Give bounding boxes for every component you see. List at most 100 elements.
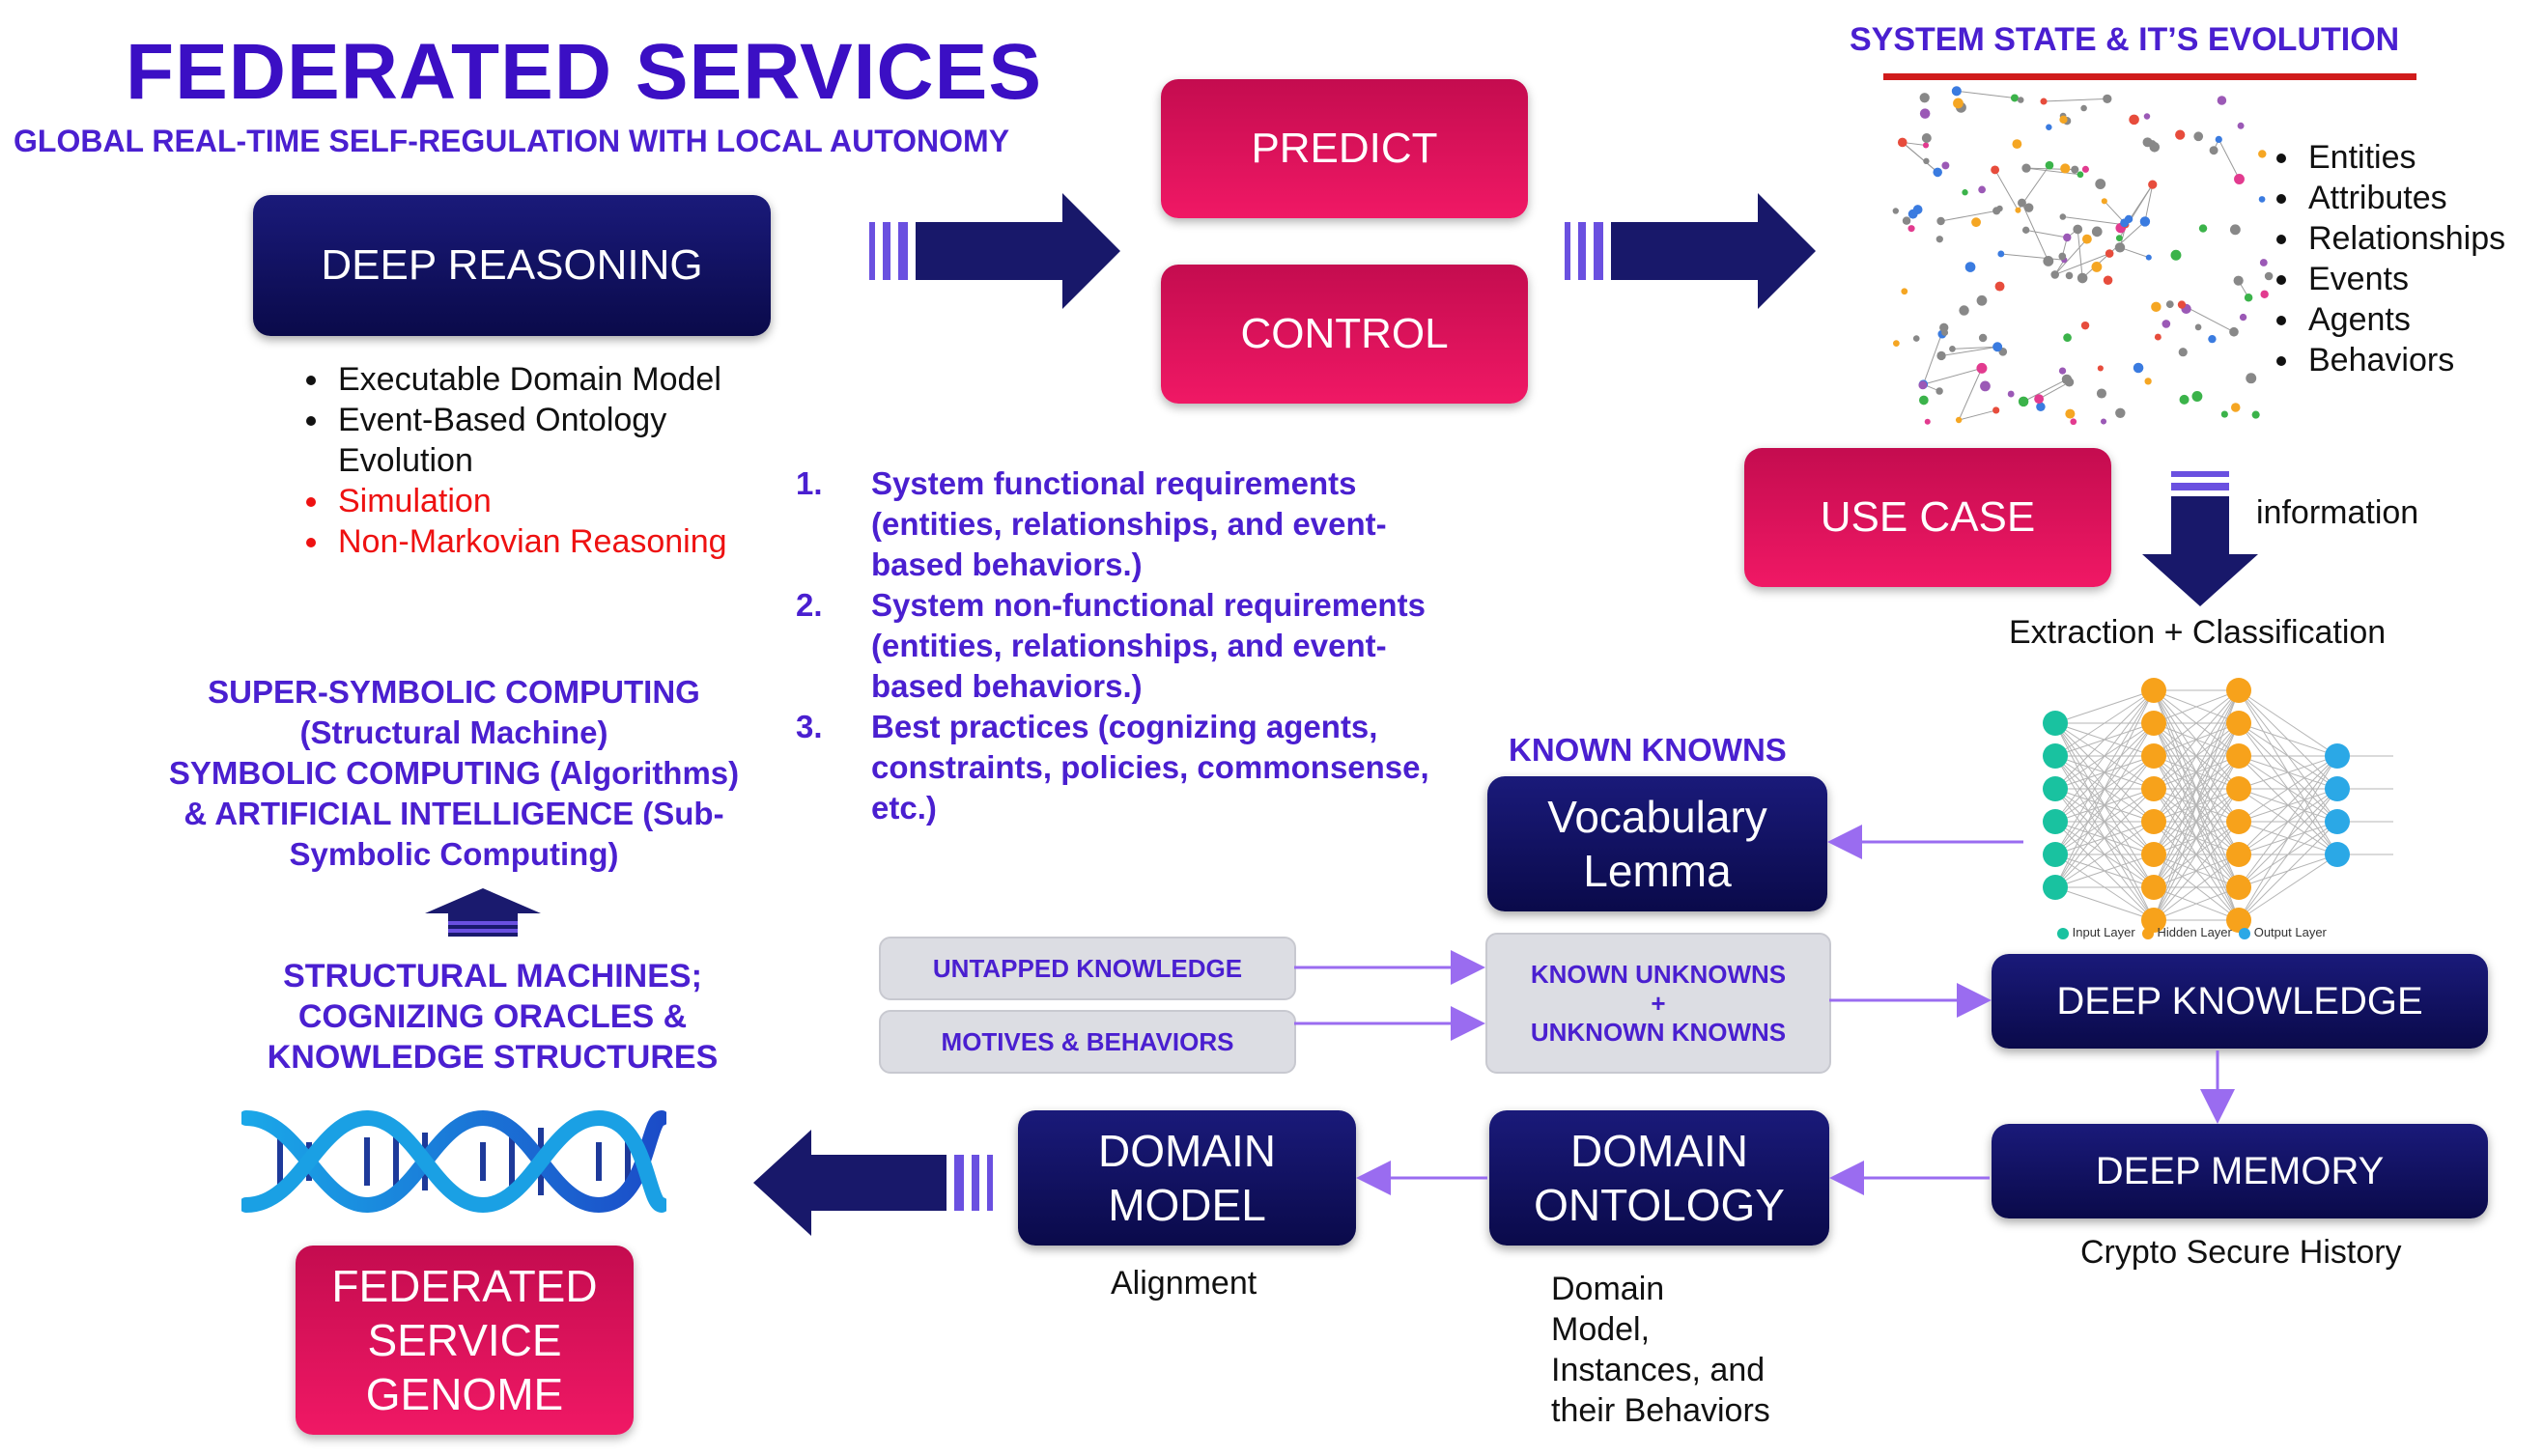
list-item: Entities — [2303, 137, 2543, 178]
network-node — [2058, 367, 2067, 375]
nn-node — [2043, 776, 2068, 801]
network-node — [2091, 261, 2103, 272]
structural-text: STRUCTURAL MACHINES; COGNIZING ORACLES &… — [267, 958, 719, 1076]
network-node — [1949, 346, 1956, 352]
page-title: FEDERATED SERVICES — [126, 28, 1043, 116]
list-item: 2.System non-functional requirements (en… — [796, 587, 1426, 704]
network-node — [1953, 98, 1964, 109]
network-node — [2145, 254, 2152, 261]
predict-box: PREDICT — [1161, 79, 1528, 218]
network-node — [2071, 165, 2079, 174]
network-node — [2081, 234, 2092, 244]
network-node — [2215, 135, 2222, 143]
list-item: Behaviors — [2303, 340, 2543, 380]
network-node — [2063, 333, 2072, 342]
network-node — [1976, 362, 1988, 374]
nn-node — [2141, 743, 2166, 769]
network-node — [1936, 387, 1943, 395]
network-node — [1922, 142, 1930, 149]
network-node — [2144, 378, 2152, 385]
network-node — [2149, 142, 2161, 153]
nn-node — [2325, 842, 2350, 867]
network-node — [2244, 294, 2253, 302]
network-node — [1980, 380, 1991, 392]
network-node — [1994, 281, 2005, 292]
network-node — [1919, 108, 1931, 119]
nn-node — [2226, 776, 2251, 801]
network-node — [2105, 249, 2114, 258]
network-node — [2165, 300, 2174, 309]
deep-memory-box: DEEP MEMORY — [1992, 1124, 2488, 1218]
network-node — [1936, 236, 1943, 243]
network-node — [2148, 180, 2158, 189]
network-node — [2077, 171, 2084, 179]
nn-node — [2226, 809, 2251, 834]
network-node — [2091, 226, 2103, 238]
system-state-title: SYSTEM STATE & IT’S EVOLUTION — [1850, 21, 2400, 58]
network-node — [1907, 225, 1915, 233]
network-node — [1907, 209, 1918, 219]
nn-node — [2043, 711, 2068, 736]
list-item: Non-Markovian Reasoning — [332, 521, 738, 562]
network-node — [2258, 150, 2267, 158]
network-node — [2129, 114, 2139, 126]
network-node — [2114, 242, 2126, 253]
network-node — [2103, 275, 2113, 286]
information-label: information — [2256, 494, 2419, 531]
network-node — [2058, 252, 2067, 261]
alignment-label: Alignment — [1111, 1265, 1257, 1302]
up-arrow-icon — [425, 888, 541, 937]
network-node — [2259, 259, 2268, 266]
network-node — [2175, 129, 2186, 140]
network-node — [2143, 113, 2151, 120]
network-node — [2040, 98, 2048, 105]
network-node — [2018, 198, 2026, 208]
nn-legend-output: Output Layer — [2253, 925, 2327, 939]
network-node — [1971, 217, 1981, 228]
network-node — [2258, 196, 2266, 203]
network-node — [1902, 216, 1911, 225]
network-node — [2194, 323, 2202, 331]
network-node — [1951, 86, 1962, 97]
computing-text: SUPER-SYMBOLIC COMPUTING (Structural Mac… — [168, 674, 740, 872]
red-divider — [1883, 73, 2416, 80]
network-node — [1936, 350, 1946, 361]
nn-node — [2141, 875, 2166, 900]
network-node — [2059, 213, 2067, 220]
network-node — [1921, 132, 1932, 143]
list-item: Event-Based Ontology Evolution — [332, 400, 738, 481]
network-node — [2233, 275, 2244, 286]
network-node — [1991, 165, 2000, 175]
network-graph-image — [1892, 86, 2274, 426]
network-node — [2043, 256, 2054, 266]
page-subtitle: GLOBAL REAL-TIME SELF-REGULATION WITH LO… — [14, 124, 1010, 158]
network-node — [1897, 137, 1907, 148]
list-item: 1.System functional requirements (entiti… — [796, 465, 1387, 582]
network-node — [2229, 326, 2239, 337]
network-node — [2097, 365, 2104, 372]
nn-node — [2226, 842, 2251, 867]
network-node — [2220, 410, 2228, 418]
extraction-label: Extraction + Classification — [2009, 614, 2387, 651]
network-node — [2080, 321, 2090, 330]
network-node — [2198, 224, 2208, 233]
deep-knowledge-box: DEEP KNOWLEDGE — [1992, 954, 2488, 1049]
network-node — [2170, 249, 2182, 261]
vocabulary-lemma-box: Vocabulary Lemma — [1487, 776, 1827, 911]
network-node — [2063, 233, 2072, 242]
network-node — [1955, 416, 1963, 424]
list-item: Simulation — [332, 481, 738, 521]
list-item: Agents — [2303, 299, 2543, 340]
nn-node — [2226, 875, 2251, 900]
network-node — [2191, 391, 2203, 402]
network-node — [2018, 396, 2029, 407]
deep-reasoning-box: DEEP REASONING — [253, 195, 771, 336]
network-node — [1893, 340, 1900, 348]
network-node — [2012, 139, 2022, 150]
nn-legend-hidden: Hidden Layer — [2157, 925, 2232, 939]
network-node — [1964, 262, 1976, 272]
network-node — [2208, 334, 2217, 344]
nn-node — [2141, 908, 2166, 933]
network-node — [2065, 408, 2076, 419]
network-node — [2154, 333, 2162, 341]
